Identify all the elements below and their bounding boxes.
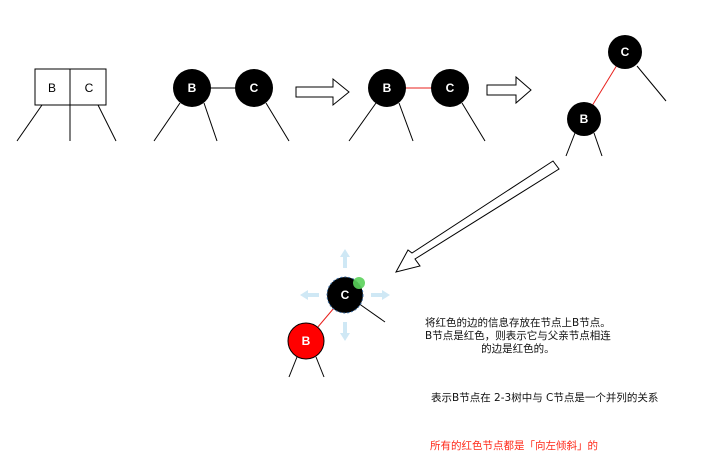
b-right-edge (593, 132, 603, 157)
node-b (173, 69, 211, 107)
box-right-edge (97, 104, 117, 142)
b-left-edge (348, 102, 377, 142)
node-c-label: C (446, 81, 455, 95)
c-parent-b-child: C B (565, 35, 667, 157)
node-c-label: C (621, 45, 630, 59)
handle-left-icon[interactable] (300, 290, 319, 300)
arrow-right-icon (486, 75, 532, 105)
b-left-edge (565, 132, 576, 157)
b-left-edge (288, 356, 298, 378)
c-right-edge (357, 302, 386, 323)
node-c (608, 35, 642, 69)
bc-pair-red-link: B C (348, 69, 486, 142)
note-storage-line2: B节点是红色，则表示它与父亲节点相连 (425, 330, 611, 342)
box-label-c: C (85, 81, 94, 95)
node-c (235, 69, 273, 107)
b-right-edge (398, 102, 414, 142)
note-parallel: 表示B节点在 2-3树中与 C节点是一个并列的关系 (431, 392, 659, 404)
node-b-red (287, 322, 325, 360)
arrow-right-icon (295, 77, 350, 107)
box-left-edge (16, 104, 43, 142)
note-storage-line3: 的边是红色的。 (481, 343, 555, 355)
selection-dot[interactable] (353, 277, 365, 289)
note-storage-line1: 将红色的边的信息存放在节点上B节点。 (425, 317, 611, 329)
node-b-label: B (302, 334, 311, 348)
box-label-b: B (48, 81, 56, 95)
note-left-leaning: 所有的红色节点都是「向左倾斜」的 (430, 440, 598, 452)
node-b (368, 69, 406, 107)
node-c-label: C (250, 81, 259, 95)
selection-handles[interactable] (300, 249, 390, 341)
c-right-edge (265, 102, 290, 142)
arrow-down-left-icon (395, 160, 560, 273)
note-storage: 将红色的边的信息存放在节点上B节点。 B节点是红色，则表示它与父亲节点相连 的边… (425, 317, 611, 356)
node-c-label: C (341, 288, 350, 302)
c-parent-red-b-child: C B (287, 249, 390, 378)
c-right-edge (636, 65, 667, 102)
b-left-edge (153, 102, 181, 142)
node-b-label: B (580, 112, 589, 126)
node-c (431, 69, 469, 107)
b-right-edge (203, 102, 218, 142)
handle-right-icon[interactable] (371, 290, 390, 300)
node-b-label: B (188, 81, 197, 95)
bc-pair-black-link: B C (153, 69, 290, 142)
c-right-edge (461, 102, 486, 142)
node-b-label: B (383, 81, 392, 95)
b-right-edge (315, 356, 325, 378)
node-b (567, 102, 601, 136)
three-node-box: B C (16, 68, 117, 142)
handle-down-icon[interactable] (340, 322, 350, 341)
handle-up-icon[interactable] (340, 249, 350, 268)
